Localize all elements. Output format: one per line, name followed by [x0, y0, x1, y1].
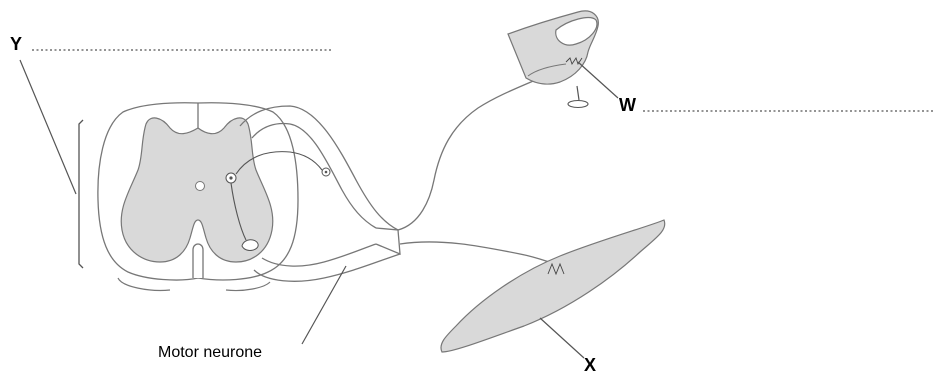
- muscle: [441, 220, 665, 352]
- sensory-cell-nucleus: [325, 171, 328, 174]
- x-pointer-line: [540, 318, 584, 358]
- label-w: W: [619, 95, 636, 116]
- motor-cell-body: [242, 240, 258, 251]
- sensory-fibre: [398, 64, 570, 230]
- relay-cell-nucleus: [229, 176, 232, 179]
- spinal-cord-contour-right: [226, 282, 270, 291]
- ventral-median-fissure: [193, 244, 203, 278]
- central-canal: [196, 182, 205, 191]
- y-pointer-line: [20, 60, 76, 194]
- label-x: X: [584, 355, 596, 376]
- spinal-nerve: [376, 228, 400, 254]
- motor-fibre: [400, 242, 556, 264]
- label-motor-neurone: Motor neurone: [158, 344, 262, 362]
- drawing-pin: [577, 86, 579, 100]
- drawing-pin-head: [568, 101, 588, 108]
- w-pointer-line: [578, 62, 618, 98]
- y-bracket: [79, 120, 83, 268]
- label-y: Y: [10, 34, 22, 55]
